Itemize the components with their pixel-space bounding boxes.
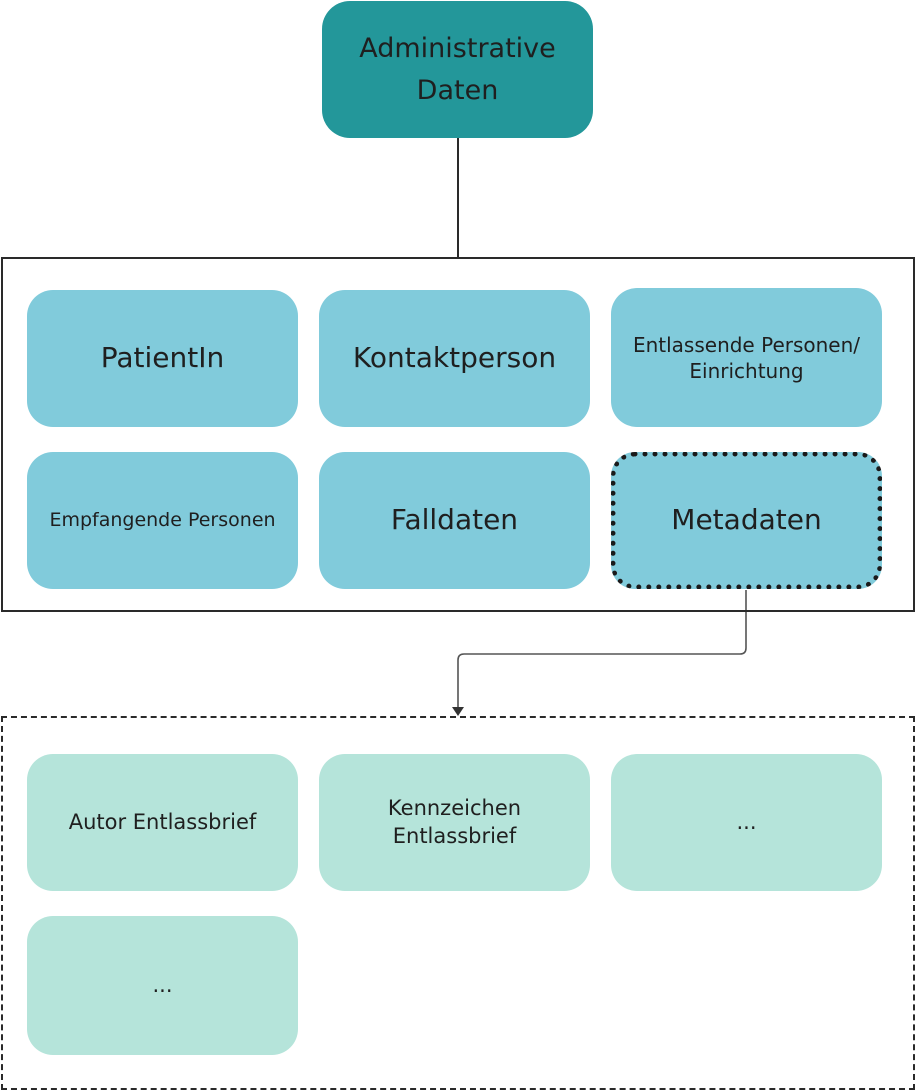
metadata-details-group — [1, 716, 915, 1090]
node-entlassende-personen[interactable]: Entlassende Personen/ Einrichtung — [611, 288, 882, 427]
node-label-line: Administrative — [359, 32, 556, 64]
node-label-line: Entlassbrief — [392, 823, 517, 848]
node-falldaten[interactable]: Falldaten — [319, 452, 590, 589]
arrowhead-icon — [452, 707, 464, 716]
node-label-line: Daten — [416, 74, 499, 106]
node-metadaten[interactable]: Metadaten — [611, 452, 882, 589]
node-empfangende-personen[interactable]: Empfangende Personen — [27, 452, 298, 589]
node-autor-entlassbrief[interactable]: Autor Entlassbrief — [27, 754, 298, 891]
node-kontaktperson[interactable]: Kontaktperson — [319, 290, 590, 427]
node-patientin[interactable]: PatientIn — [27, 290, 298, 427]
node-ellipsis[interactable]: ... — [27, 916, 298, 1055]
node-ellipsis[interactable]: ... — [611, 754, 882, 891]
node-label-line: Entlassende Personen/ — [632, 332, 861, 357]
node-label: Empfangende Personen — [49, 509, 276, 532]
node-administrative-daten[interactable]: Administrative Daten — [322, 1, 593, 138]
node-label: Kontaktperson — [352, 341, 557, 375]
node-label: Administrative Daten — [359, 28, 556, 112]
node-label: Falldaten — [390, 503, 519, 537]
node-label: Kennzeichen Entlassbrief — [388, 795, 521, 850]
node-label: ... — [152, 972, 173, 997]
node-label-line: Kennzeichen — [387, 796, 522, 821]
node-kennzeichen-entlassbrief[interactable]: Kennzeichen Entlassbrief — [319, 754, 590, 891]
node-label: ... — [736, 809, 757, 834]
node-label: PatientIn — [100, 341, 225, 375]
categories-group — [1, 257, 915, 612]
node-label: Autor Entlassbrief — [68, 809, 257, 834]
node-label: Metadaten — [671, 503, 822, 537]
node-label-line: Einrichtung — [689, 358, 804, 383]
node-label: Entlassende Personen/ Einrichtung — [633, 332, 860, 384]
